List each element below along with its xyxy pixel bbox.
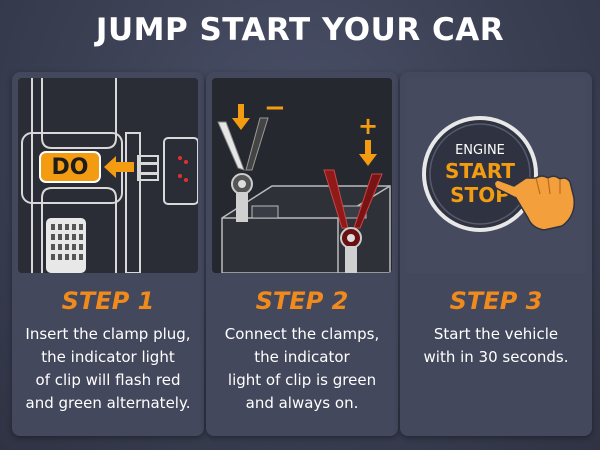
step-1-description: Insert the clamp plug, the indicator lig… [25,325,191,412]
positive-symbol: + [358,112,378,140]
step-2-label: STEP 2 [255,287,349,315]
step-3-label: STEP 3 [449,287,543,315]
step-2-card: − + STEP 2 Connect the c [206,72,398,436]
arrow-left-icon [104,156,134,178]
clamp-plug-icon: DO [39,151,101,183]
black-clamp-icon [217,117,269,222]
page-title: JUMP START YOUR CAR [95,12,505,48]
hand-pointer-icon [493,175,575,231]
step-3-card: ENGINE START STOP STEP 3 Start the vehic… [400,72,592,436]
svg-text:ENGINE: ENGINE [455,143,505,158]
step-3-illustration: ENGINE START STOP [406,78,586,273]
step-1-card: DO STEP 1 Insert th [12,72,204,436]
step-1-label: STEP 1 [61,287,155,315]
engine-start-button-icon: ENGINE START STOP [422,116,538,232]
svg-text:DO: DO [52,155,89,180]
svg-text:START: START [445,159,515,183]
red-clamp-icon [323,169,383,273]
step-2-description: Connect the clamps, the indicator light … [224,325,380,412]
step-1-illustration: DO [18,78,198,273]
step-2-illustration: − + [212,78,392,273]
negative-symbol: − [264,93,286,123]
step-3-description: Start the vehicle with in 30 seconds. [423,325,569,366]
